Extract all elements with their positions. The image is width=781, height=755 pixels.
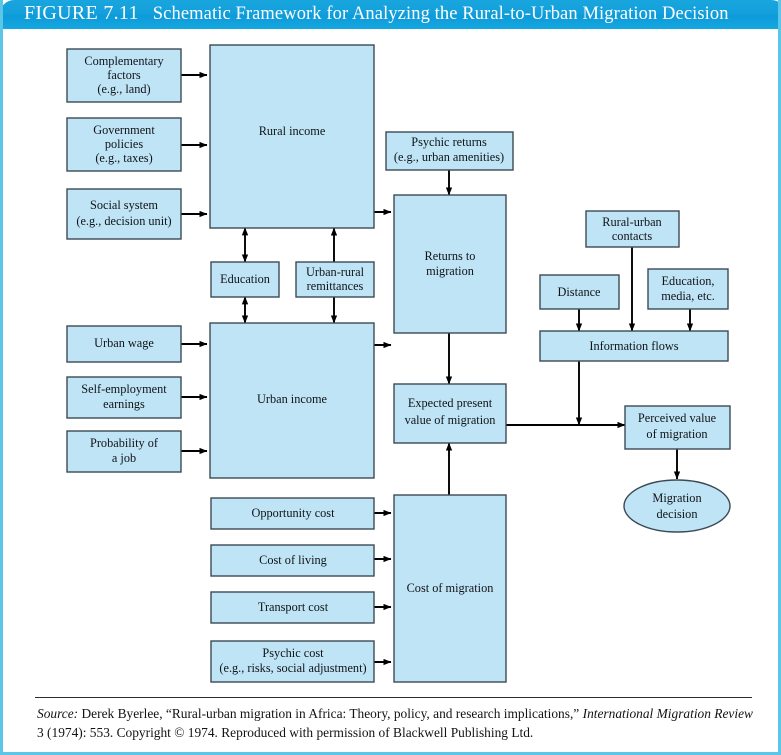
node-cost-of-migration[interactable]: Cost of migration bbox=[393, 494, 507, 683]
node-complementary-factors[interactable]: Complementary factors (e.g., land) bbox=[66, 48, 182, 103]
source-text-b: 3 (1974): 553. Copyright © 1974. Reprodu… bbox=[37, 725, 534, 741]
node-psychic-returns[interactable]: Psychic returns (e.g., urban amenities) bbox=[385, 131, 514, 171]
source-note: Source: Derek Byerlee, “Rural-urban migr… bbox=[37, 704, 755, 743]
node-probability-of-a-job[interactable]: Probability of a job bbox=[66, 430, 182, 473]
node-label-decision-2: decision bbox=[657, 507, 698, 521]
node-label-cost-of-living: Cost of living bbox=[259, 553, 327, 567]
migration-framework-diagram: Complementary factors (e.g., land) Gover… bbox=[66, 44, 731, 683]
node-label-social-1: Social system bbox=[90, 198, 158, 212]
node-label-complementary-3: (e.g., land) bbox=[97, 82, 150, 96]
node-label-edumedia-2: media, etc. bbox=[661, 289, 715, 303]
node-label-contacts-1: Rural-urban bbox=[602, 215, 661, 229]
node-label-urban-income: Urban income bbox=[257, 392, 328, 406]
node-label-psychicreturns-2: (e.g., urban amenities) bbox=[394, 150, 504, 164]
node-label-edumedia-1: Education, bbox=[662, 274, 715, 288]
node-education-media[interactable]: Education, media, etc. bbox=[647, 268, 729, 310]
node-transport-cost[interactable]: Transport cost bbox=[210, 591, 375, 624]
node-label-epv-1: Expected present bbox=[408, 396, 493, 410]
node-self-employment-earnings[interactable]: Self-employment earnings bbox=[66, 376, 182, 419]
node-label-distance: Distance bbox=[557, 285, 601, 299]
node-perceived-value[interactable]: Perceived value of migration bbox=[624, 405, 731, 450]
node-opportunity-cost[interactable]: Opportunity cost bbox=[210, 497, 375, 530]
figure-header-bar: FIGURE 7.11 Schematic Framework for Analy… bbox=[3, 0, 778, 29]
node-label-remit-2: remittances bbox=[307, 279, 364, 293]
node-label-transport-cost: Transport cost bbox=[258, 600, 329, 614]
source-journal-a: International bbox=[582, 706, 654, 721]
node-social-system[interactable]: Social system (e.g., decision unit) bbox=[66, 188, 182, 240]
node-label-urban-wage: Urban wage bbox=[94, 336, 154, 350]
node-label-psychiccost-1: Psychic cost bbox=[262, 646, 324, 660]
node-label-rural-income: Rural income bbox=[259, 124, 326, 138]
node-label-policies-1: Government bbox=[93, 123, 155, 137]
node-urban-wage[interactable]: Urban wage bbox=[66, 325, 182, 363]
figure-header-text: FIGURE 7.11 Schematic Framework for Analy… bbox=[24, 2, 729, 25]
node-label-decision-1: Migration bbox=[652, 491, 701, 505]
node-label-contacts-2: contacts bbox=[612, 229, 653, 243]
node-urban-income[interactable]: Urban income bbox=[209, 322, 375, 479]
node-returns-to-migration[interactable]: Returns to migration bbox=[393, 194, 507, 334]
node-expected-present-value[interactable]: Expected present value of migration bbox=[393, 383, 507, 444]
node-information-flows[interactable]: Information flows bbox=[539, 330, 729, 362]
node-label-probability-1: Probability of bbox=[90, 436, 159, 450]
node-label-psychiccost-2: (e.g., risks, social adjustment) bbox=[219, 661, 366, 675]
node-label-policies-3: (e.g., taxes) bbox=[95, 151, 152, 165]
node-label-opportunity-cost: Opportunity cost bbox=[252, 506, 336, 520]
node-label-returns-2: migration bbox=[426, 264, 474, 278]
node-label-policies-2: policies bbox=[105, 137, 143, 151]
node-label-perceived-2: of migration bbox=[646, 427, 707, 441]
node-label-remit-1: Urban-rural bbox=[306, 265, 365, 279]
source-journal-b: Migration Review bbox=[656, 706, 753, 721]
node-label-probability-2: a job bbox=[112, 451, 136, 465]
node-education[interactable]: Education bbox=[210, 261, 280, 298]
node-distance[interactable]: Distance bbox=[539, 274, 620, 310]
node-urban-rural-remittances[interactable]: Urban-rural remittances bbox=[295, 261, 375, 298]
node-label-complementary-2: factors bbox=[107, 68, 141, 82]
source-divider bbox=[35, 697, 752, 698]
node-psychic-cost[interactable]: Psychic cost (e.g., risks, social adjust… bbox=[210, 640, 375, 683]
node-rural-urban-contacts[interactable]: Rural-urban contacts bbox=[585, 210, 680, 248]
figure-title: Schematic Framework for Analyzing the Ru… bbox=[152, 4, 729, 24]
diagram-canvas: Complementary factors (e.g., land) Gover… bbox=[3, 29, 778, 689]
node-rural-income[interactable]: Rural income bbox=[209, 44, 375, 229]
node-label-selfemp-1: Self-employment bbox=[81, 382, 167, 396]
source-label: Source: bbox=[37, 706, 79, 721]
node-label-education: Education bbox=[220, 272, 270, 286]
node-label-epv-2: value of migration bbox=[405, 413, 496, 427]
node-cost-of-living[interactable]: Cost of living bbox=[210, 544, 375, 577]
node-label-returns-1: Returns to bbox=[425, 249, 476, 263]
source-text-a: Derek Byerlee, “Rural-urban migration in… bbox=[78, 706, 583, 721]
node-label-social-2: (e.g., decision unit) bbox=[76, 214, 171, 228]
node-label-information-flows: Information flows bbox=[589, 339, 678, 353]
figure-number: FIGURE 7.11 bbox=[24, 2, 139, 24]
node-label-psychicreturns-1: Psychic returns bbox=[411, 135, 487, 149]
node-migration-decision[interactable]: Migration decision bbox=[623, 479, 731, 533]
node-government-policies[interactable]: Government policies (e.g., taxes) bbox=[66, 117, 182, 172]
node-label-perceived-1: Perceived value bbox=[638, 411, 717, 425]
node-label-cost-of-migration: Cost of migration bbox=[407, 581, 494, 595]
node-label-complementary-1: Complementary bbox=[84, 54, 164, 68]
node-label-selfemp-2: earnings bbox=[103, 397, 145, 411]
